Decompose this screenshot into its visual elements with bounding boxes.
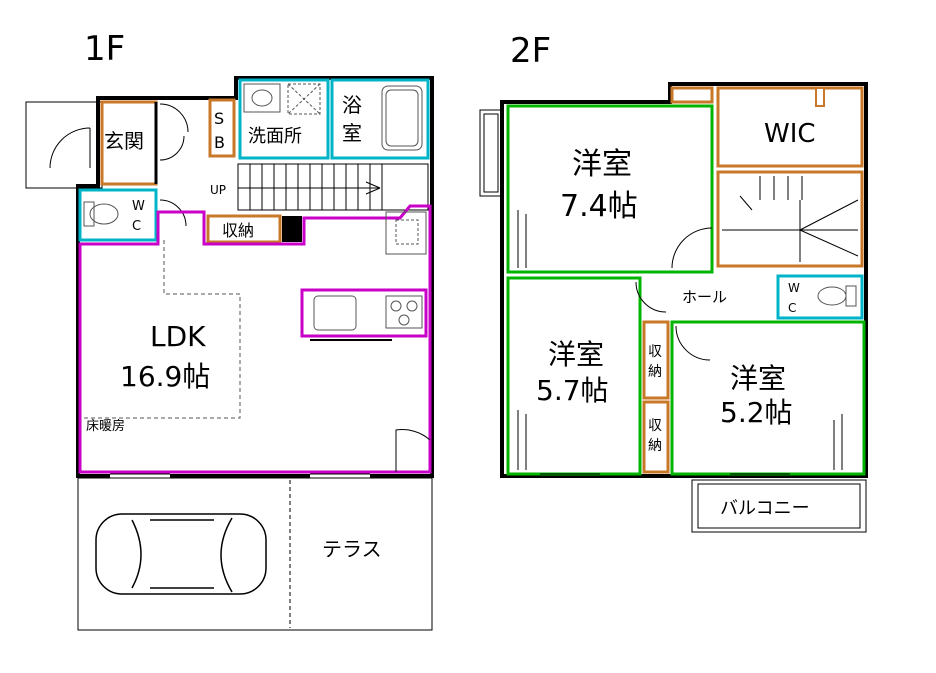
washing-machine (287, 83, 321, 115)
shoe-box-label-s: S (214, 109, 224, 128)
bathroom (330, 78, 430, 160)
bath-label-1: 浴 (342, 93, 362, 117)
ldk-size: 16.9帖 (120, 360, 210, 393)
room1-closet-hatch (517, 210, 527, 268)
ldk-name: LDK (150, 320, 206, 353)
parking-terrace-area (77, 477, 433, 631)
wic-notch (815, 87, 825, 107)
kitchen-sink (313, 295, 357, 331)
balcony (691, 479, 867, 533)
room3-size: 5.2帖 (720, 396, 793, 429)
stairs-up-label: UP (210, 183, 226, 197)
car-icon (95, 513, 267, 595)
hall-label: ホール (682, 288, 727, 306)
terrace-label: テラス (322, 537, 382, 561)
stair-treads-2f (722, 176, 859, 262)
room3-door-swing (675, 325, 711, 361)
cooktop (385, 295, 423, 329)
storage-2f-2-label-a: 収 (648, 418, 662, 434)
bath-label-2: 室 (342, 121, 362, 145)
toilet-bowl-2f (817, 286, 847, 306)
entrance-porch (25, 101, 103, 189)
western-room-1 (506, 104, 714, 274)
wc-door-swing (159, 199, 187, 227)
floor-1f-title: 1F (84, 29, 125, 69)
storage-2f-1-label-b: 納 (648, 364, 662, 380)
wc-1f-label-c: C (132, 219, 141, 234)
storage-1f (206, 214, 282, 244)
room3-closet-hatch (833, 414, 843, 470)
room2-name: 洋室 (548, 338, 604, 371)
bay-window (479, 109, 503, 197)
balcony-inner (697, 483, 861, 529)
wc-2f-label-w: W (788, 281, 800, 295)
small-storage-top (670, 86, 714, 104)
bathtub (381, 85, 423, 151)
exterior-wall-2f (500, 82, 868, 478)
exterior-wall-1f (76, 76, 434, 478)
shoe-box (208, 98, 236, 158)
wash-basin (243, 83, 281, 113)
staircase-2f (716, 170, 864, 268)
ldk-outline (78, 204, 432, 474)
storage-2f-2 (642, 400, 670, 474)
washing-machine-x2 (287, 83, 321, 115)
staircase-1f (237, 163, 429, 211)
room1-door-swing (671, 227, 713, 269)
toilet-tank (83, 201, 95, 227)
washroom (238, 78, 330, 160)
fridge-space (395, 219, 419, 245)
toilet-bowl (89, 203, 119, 225)
wic-label: WIC (764, 119, 816, 149)
wc-2f-label-c: C (788, 301, 796, 315)
walk-in-closet (716, 86, 864, 168)
room1-size: 7.4帖 (560, 189, 638, 224)
storage-2f-1-label-a: 収 (648, 344, 662, 360)
bathtub-inner (385, 89, 419, 147)
wc-1f (78, 188, 158, 242)
basin-bowl (251, 89, 273, 107)
floor-heating-area (84, 240, 241, 419)
room2-size: 5.7帖 (536, 374, 609, 407)
entrance-label: 玄関 (104, 129, 144, 153)
wc-2f (776, 274, 864, 320)
room3-name: 洋室 (730, 362, 786, 395)
kitchen-counter (300, 288, 428, 338)
fridge (385, 211, 427, 255)
toilet-tank-2f (845, 285, 857, 307)
balcony-label: バルコニー (720, 498, 810, 519)
floor-2f-title: 2F (510, 31, 551, 71)
shoe-box-label-b: B (214, 133, 225, 152)
ldk-exit-door (395, 429, 431, 472)
floor-heating-label: 床暖房 (86, 418, 125, 434)
column-1f (282, 216, 302, 242)
storage-2f-1 (642, 320, 670, 400)
hall-door-swing-2 (159, 135, 185, 161)
floor-1f: 玄関 S B 洗面所 浴 室 (25, 76, 434, 631)
burner-3 (398, 314, 410, 326)
washroom-label: 洗面所 (248, 126, 302, 147)
room2-door-swing (635, 281, 667, 313)
stair-treads (238, 164, 383, 210)
entrance-door-swing (49, 127, 91, 169)
storage-1f-label: 収納 (222, 221, 254, 240)
room1-name: 洋室 (572, 147, 632, 182)
wc-1f-label-w: W (132, 199, 145, 214)
burner-2 (406, 300, 418, 312)
storage-2f-2-label-b: 納 (648, 438, 662, 454)
bay-window-inner (483, 113, 499, 193)
burner-1 (390, 300, 402, 312)
room2-closet-hatch (517, 410, 527, 470)
hall-door-swing (159, 103, 189, 133)
floor-2f: 洋室 7.4帖 WIC ホール W C (479, 82, 868, 533)
